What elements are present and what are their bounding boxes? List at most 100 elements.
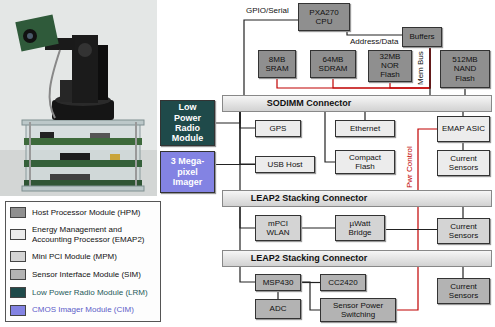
acrylic-case	[26, 122, 140, 188]
bus-line	[364, 112, 365, 120]
standoff-post	[29, 122, 31, 190]
bus-line	[240, 112, 255, 164]
box-label: 64MB SDRAM	[314, 55, 352, 73]
box-label: SODIMM Connector	[267, 98, 352, 108]
legend-row: Energy Management and Accounting Process…	[10, 225, 156, 243]
bus-line	[385, 229, 437, 230]
signal-label: GPIO/Serial	[246, 6, 289, 16]
legend-row: Host Processor Module (HPM)	[10, 207, 156, 218]
chip	[50, 174, 90, 180]
buffer-box: Buffers	[402, 27, 442, 47]
legend-row: Low Power Radio Module (LRM)	[10, 287, 156, 298]
bus-line	[240, 207, 255, 228]
legend-text: Host Processor Module (HPM)	[32, 208, 140, 217]
bus-line	[301, 227, 335, 228]
memory-box: 8MB SRAM	[258, 50, 296, 78]
legend-text: Mini PCI Module (MPM)	[32, 252, 117, 261]
device-photo	[0, 0, 157, 196]
bus-line	[277, 291, 278, 299]
box-label: Low Power Radio Module	[164, 102, 211, 143]
component-box: ADC	[255, 299, 301, 319]
tilt-bracket	[72, 35, 98, 103]
box-label: Sensor Power Switching	[324, 301, 392, 319]
bus-line	[277, 47, 430, 88]
legend-text: Low Power Radio Module (LRM)	[32, 288, 148, 297]
chip	[110, 154, 120, 160]
camera-lens	[23, 29, 37, 43]
legend-row: Sensor Interface Module (SIM)	[10, 269, 156, 280]
component-box: Compact Flash	[335, 150, 395, 174]
bus-line	[215, 112, 240, 123]
bus-line	[462, 267, 463, 278]
bus-line	[462, 207, 463, 218]
bus-line	[325, 112, 335, 162]
box-label: 32MB NOR Flash	[372, 52, 408, 80]
pivot	[78, 43, 92, 57]
circuit-board	[24, 160, 142, 167]
component-box: GPS	[255, 120, 301, 137]
box-label: EMAP ASIC	[442, 124, 485, 133]
legend-swatch	[10, 207, 26, 218]
box-label: Current Sensors	[441, 222, 486, 240]
bus-line	[464, 88, 465, 95]
bus-line	[347, 31, 402, 35]
memory-box: 64MB SDRAM	[310, 50, 356, 78]
bottom-plate	[22, 186, 144, 191]
component-box: EMAP ASIC	[437, 116, 490, 142]
legend-row: Mini PCI Module (MPM)	[10, 251, 156, 262]
circuit-board	[24, 180, 142, 186]
chip	[90, 133, 110, 138]
module-box: 3 Mega-pixel Imager	[160, 151, 215, 193]
component-box: USB Host	[255, 156, 315, 173]
legend-text: Sensor Interface Module (SIM)	[32, 270, 141, 279]
top-plate	[22, 120, 144, 125]
lens-glass	[27, 33, 33, 39]
component-box: mPCI WLAN	[255, 215, 301, 241]
bus-line	[462, 142, 463, 150]
memory-box: 32MB NOR Flash	[368, 50, 412, 82]
box-label: 512MB NAND Flash	[444, 55, 486, 83]
legend-swatch	[10, 287, 26, 298]
tilt-bracket	[98, 45, 108, 100]
connector-band: SODIMM Connector	[222, 95, 492, 112]
box-label: Compact Flash	[339, 153, 391, 171]
signal-label: Address/Data	[350, 37, 398, 47]
box-label: CC2420	[328, 278, 357, 287]
legend-swatch	[10, 269, 26, 280]
standoff-post	[135, 122, 137, 190]
box-label: ADC	[270, 304, 287, 313]
box-label: 3 Mega-pixel Imager	[164, 156, 211, 187]
bus-line	[301, 282, 320, 310]
cable	[50, 50, 60, 118]
bus-line	[396, 129, 437, 310]
component-box: Current Sensors	[437, 150, 490, 176]
box-label: PXA270 CPU	[302, 8, 346, 26]
box-label: LEAP2 Stacking Connector	[251, 253, 368, 263]
connector-band: LEAP2 Stacking Connector	[222, 250, 492, 267]
chip	[60, 153, 90, 160]
memory-box: 512MB NAND Flash	[440, 50, 490, 88]
bus-line	[244, 20, 298, 95]
bus-line	[239, 112, 240, 190]
component-box: Ethernet	[335, 120, 395, 137]
chip	[40, 132, 54, 138]
box-label: MSP430	[263, 278, 294, 287]
box-label: µWatt Bridge	[339, 219, 381, 237]
component-box: Current Sensors	[437, 278, 490, 304]
box-label: Current Sensors	[441, 282, 486, 300]
component-box: CC2420	[320, 274, 366, 291]
component-box: MSP430	[255, 274, 301, 291]
legend-swatch	[10, 251, 26, 262]
box-label: LEAP2 Stacking Connector	[251, 193, 368, 203]
signal-label: Mem Bus	[416, 51, 426, 85]
box-label: mPCI WLAN	[259, 219, 297, 237]
circuit-board	[24, 138, 142, 145]
box-label: Buffers	[409, 32, 434, 41]
bus-line	[429, 47, 430, 95]
component-box: Current Sensors	[437, 218, 490, 244]
processor-box: PXA270 CPU	[298, 3, 350, 31]
connector-band: LEAP2 Stacking Connector	[222, 190, 492, 207]
component-box: Sensor Power Switching	[320, 298, 396, 322]
legend-text: Energy Management and Accounting Process…	[32, 225, 156, 243]
